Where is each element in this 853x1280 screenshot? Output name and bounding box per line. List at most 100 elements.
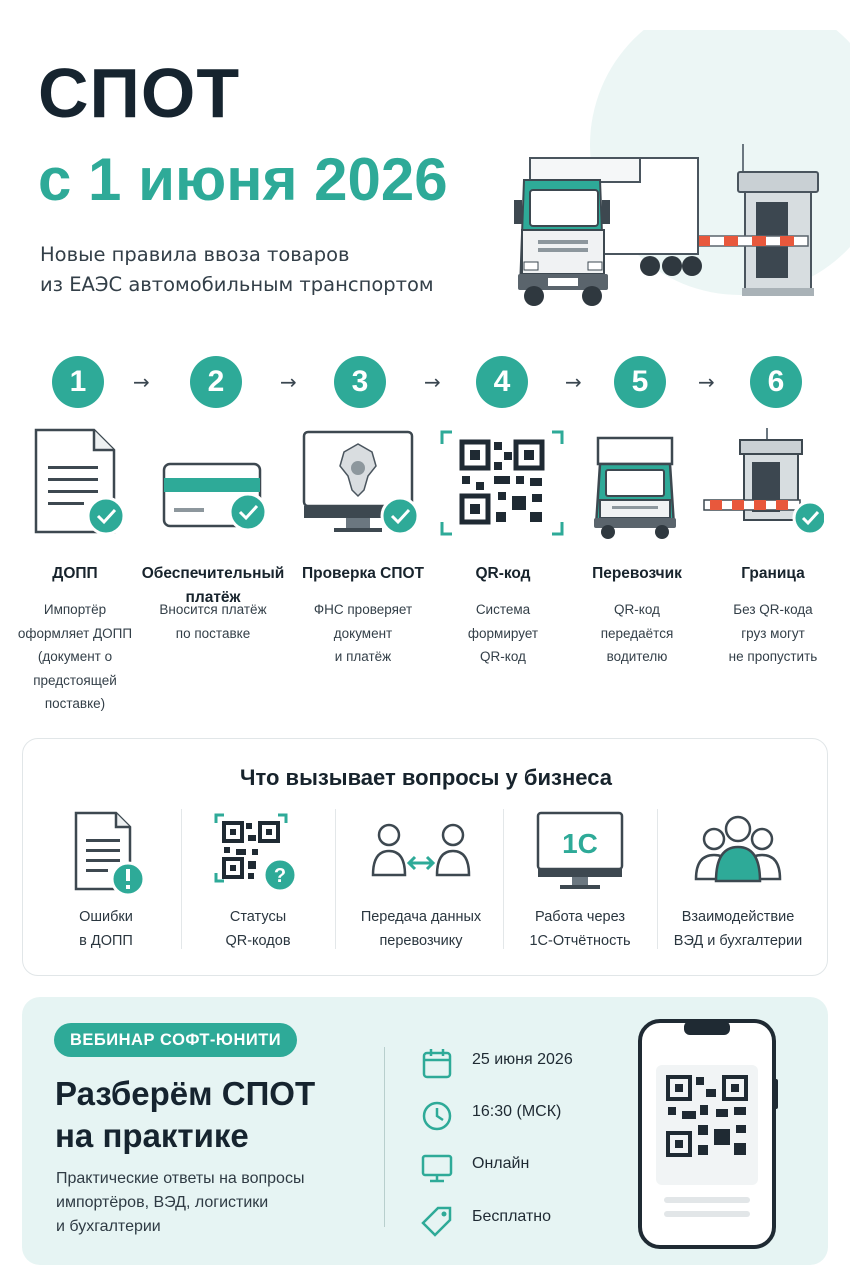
step-description-line: Без QR-кода <box>733 602 813 617</box>
monitor-icon <box>421 1154 453 1183</box>
step-description-line: груз могут <box>741 625 805 641</box>
document-check-icon <box>34 428 126 536</box>
divider <box>384 1047 385 1227</box>
step-description: Без QR-кода груз могут не пропустить <box>703 598 843 669</box>
step-title: Перевозчик <box>592 565 682 582</box>
hero-section: СПОТ с 1 июня 2026 Новые правила ввоза т… <box>0 0 853 320</box>
webinar-title: Разберём СПОТ на практике <box>55 1073 395 1157</box>
hero-subtitle-line: Новые правила ввоза товаров <box>40 243 350 266</box>
issues-title: Что вызывает вопросы у бизнеса <box>240 765 612 790</box>
step-number: 3 <box>334 356 386 408</box>
step-description-line: передаётся <box>600 625 674 641</box>
issue-label-line: 1С-Отчётность <box>529 933 631 949</box>
steps-section: 1 → 2 → 3 → 4 → 5 → 6 <box>0 352 853 722</box>
webinar-price: Бесплатно <box>472 1208 552 1225</box>
webinar-description: Практические ответы на вопросы импортёро… <box>56 1167 376 1239</box>
arrow-right-icon: → <box>698 370 715 394</box>
issue-label: Ошибки в ДОПП <box>31 905 181 953</box>
hero-subtitle-line: из ЕАЭС автомобильным транспортом <box>40 273 434 296</box>
webinar-format-row: Онлайн <box>420 1149 620 1185</box>
webinar-description-line: Практические ответы на вопросы <box>56 1170 305 1187</box>
webinar-panel: ВЕБИНАР СОФТ-ЮНИТИ Разберём СПОТ на прак… <box>22 997 828 1265</box>
qr-question-icon: ? <box>214 813 298 893</box>
divider <box>181 809 182 949</box>
phone-qr-icon <box>638 1019 778 1249</box>
hero-title: СПОТ <box>38 54 241 132</box>
issue-label-line: Взаимодействие <box>681 909 795 925</box>
step-title: ДОПП <box>52 565 98 582</box>
issue-item: Передача данных перевозчику <box>346 809 496 959</box>
step-description: ФНС проверяет документ и платёж <box>293 598 433 669</box>
issue-label-line: Ошибки <box>79 909 133 925</box>
business-issues-panel: Что вызывает вопросы у бизнеса Ошибки в … <box>22 738 828 976</box>
step-description-line: QR-код <box>614 602 660 617</box>
step-description-line: ФНС проверяет <box>313 602 413 617</box>
step-description-line: QR-код <box>480 649 526 664</box>
truck-icon <box>594 436 676 539</box>
issue-label-line: QR-кодов <box>225 933 291 949</box>
issue-label-line: Статусы <box>229 909 287 925</box>
qr-code-icon <box>440 430 564 536</box>
calendar-icon <box>422 1049 452 1079</box>
step-title-line: платёж <box>185 589 241 606</box>
step-description: Импортёр оформляет ДОПП (документ о пред… <box>5 598 145 716</box>
webinar-description-line: импортёров, ВЭД, логистики <box>56 1194 269 1211</box>
border-barrier-check-icon <box>703 428 824 536</box>
step-description-line: поставке) <box>44 696 106 711</box>
monitor-emblem-check-icon <box>302 430 420 536</box>
step-description-line: Система <box>475 602 531 617</box>
step-description: Система формирует QR-код <box>433 598 573 669</box>
step-title: Проверка СПОТ <box>301 565 425 582</box>
webinar-badge: ВЕБИНАР СОФТ-ЮНИТИ <box>54 1023 298 1057</box>
webinar-title-line: на практике <box>55 1117 249 1154</box>
webinar-format: Онлайн <box>472 1155 530 1172</box>
step-description-line: документ <box>333 625 393 641</box>
card-check-icon <box>162 462 268 532</box>
webinar-time-row: 16:30 (МСК) <box>420 1097 620 1133</box>
step-description-line: Вносится платёж <box>159 602 267 617</box>
arrow-right-icon: → <box>280 370 297 394</box>
step-number: 2 <box>190 356 242 408</box>
step-title: Граница <box>741 565 805 582</box>
team-icon <box>694 815 782 883</box>
issue-label: Передача данных перевозчику <box>346 905 496 953</box>
issue-label-line: ВЭД и бухгалтерии <box>673 933 803 949</box>
monitor-1c-icon: 1С <box>536 811 624 889</box>
issue-item: Ошибки в ДОПП <box>31 809 181 959</box>
step-title: QR-код <box>475 565 531 582</box>
issue-label-line: Работа через <box>535 909 625 925</box>
divider <box>335 809 336 949</box>
step-number: 6 <box>750 356 802 408</box>
webinar-price-row: Бесплатно <box>420 1202 620 1238</box>
issue-item: ? Статусы QR-кодов <box>183 809 333 959</box>
webinar-description-line: и бухгалтерии <box>56 1218 161 1235</box>
clock-icon <box>422 1101 452 1131</box>
step-description-line: (документ о <box>37 649 113 664</box>
issue-label-line: перевозчику <box>379 933 463 949</box>
step-number: 1 <box>52 356 104 408</box>
truck-at-border-illustration <box>514 30 850 306</box>
issue-item: 1С Работа через 1С-Отчётность <box>505 809 655 959</box>
step-description-line: водителю <box>606 649 668 664</box>
data-transfer-icon <box>371 823 471 877</box>
price-tag-icon <box>421 1206 452 1237</box>
hero-subtitle: Новые правила ввоза товаров из ЕАЭС авто… <box>40 240 500 300</box>
document-warning-icon <box>74 811 146 897</box>
issue-label-line: Передача данных <box>360 909 482 925</box>
step-description-line: Импортёр <box>43 602 107 617</box>
step-description-line: предстоящей <box>33 672 117 688</box>
divider <box>657 809 658 949</box>
hero-date: с 1 июня 2026 <box>38 146 448 213</box>
step-description: Вносится платёж по поставке <box>143 598 283 645</box>
issue-label: Работа через 1С-Отчётность <box>505 905 655 953</box>
step-description-line: формирует <box>467 625 539 641</box>
issue-label-line: в ДОПП <box>79 933 133 949</box>
webinar-title-line: Разберём СПОТ <box>55 1075 316 1112</box>
arrow-right-icon: → <box>565 370 582 394</box>
step-description: QR-код передаётся водителю <box>567 598 707 669</box>
step-description-line: и платёж <box>334 649 392 664</box>
arrow-right-icon: → <box>424 370 441 394</box>
step-description-line: по поставке <box>175 625 251 641</box>
step-title-line: Обеспечительный <box>141 565 285 582</box>
divider <box>503 809 504 949</box>
